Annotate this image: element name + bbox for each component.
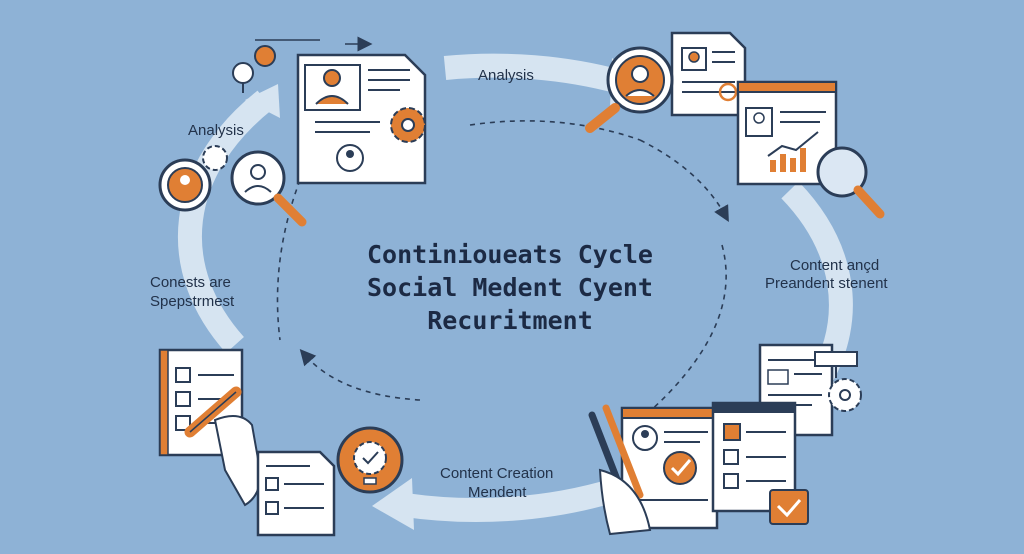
gear-right-icon	[828, 378, 862, 412]
label-right-line2: Preandent stenent	[765, 275, 888, 292]
label-analysis-top: Analysis	[478, 67, 534, 84]
arrowhead-bottom	[372, 478, 414, 530]
resume-document-icon	[670, 31, 747, 117]
pen-icon	[588, 404, 652, 536]
analytics-report-icon	[736, 80, 838, 186]
label-bottom-line2: Mendent	[468, 484, 527, 501]
search-magnifier-icon	[230, 150, 307, 227]
checklist-document-small-icon	[256, 450, 336, 537]
chat-user-icon	[232, 62, 254, 84]
dashed-arc-bottom-left	[299, 348, 421, 401]
inner-dashed-cycle	[276, 120, 729, 421]
center-title: Continioueats Cycle Social Medent Cyent …	[300, 238, 720, 337]
arrowhead-left	[245, 84, 280, 118]
label-left-line2: Spepstrmest	[150, 293, 235, 310]
label-left-line1: Conests are	[150, 274, 231, 291]
gear-icon	[390, 107, 426, 143]
label-analysis-left: Analysis	[188, 122, 244, 139]
center-title-line3: Recuritment	[427, 306, 593, 335]
label-right-line1: Content ançd	[790, 257, 880, 274]
checkmark-badge-icon	[769, 489, 809, 525]
user-dot-icon	[254, 45, 276, 67]
dashed-arc-top-right	[639, 139, 729, 222]
center-title-line1: Continioueats Cycle	[367, 240, 653, 269]
label-bottom-line1: Content Creation	[440, 465, 554, 482]
report-magnifier-icon	[816, 146, 885, 219]
gear-small-icon	[202, 145, 228, 171]
dashed-arc-left	[276, 179, 301, 341]
ring-segment-left	[177, 90, 273, 354]
ring-segment-bottom	[403, 478, 619, 523]
center-title-line2: Social Medent Cyent	[367, 273, 653, 302]
connector-icons-top-left	[232, 36, 373, 93]
link-dot-icon	[718, 82, 738, 102]
dashed-arc-right	[639, 244, 727, 421]
hand-icon	[213, 415, 262, 507]
ring-segment-top	[443, 53, 624, 94]
checklist-icon	[158, 348, 244, 457]
candidate-magnifier-icon	[585, 46, 674, 133]
dashed-arc-top	[469, 120, 641, 141]
projector-icon	[814, 351, 858, 378]
pencil-icon	[184, 386, 242, 438]
candidate-gear-icon	[158, 158, 212, 212]
lightbulb-icon	[336, 426, 404, 494]
